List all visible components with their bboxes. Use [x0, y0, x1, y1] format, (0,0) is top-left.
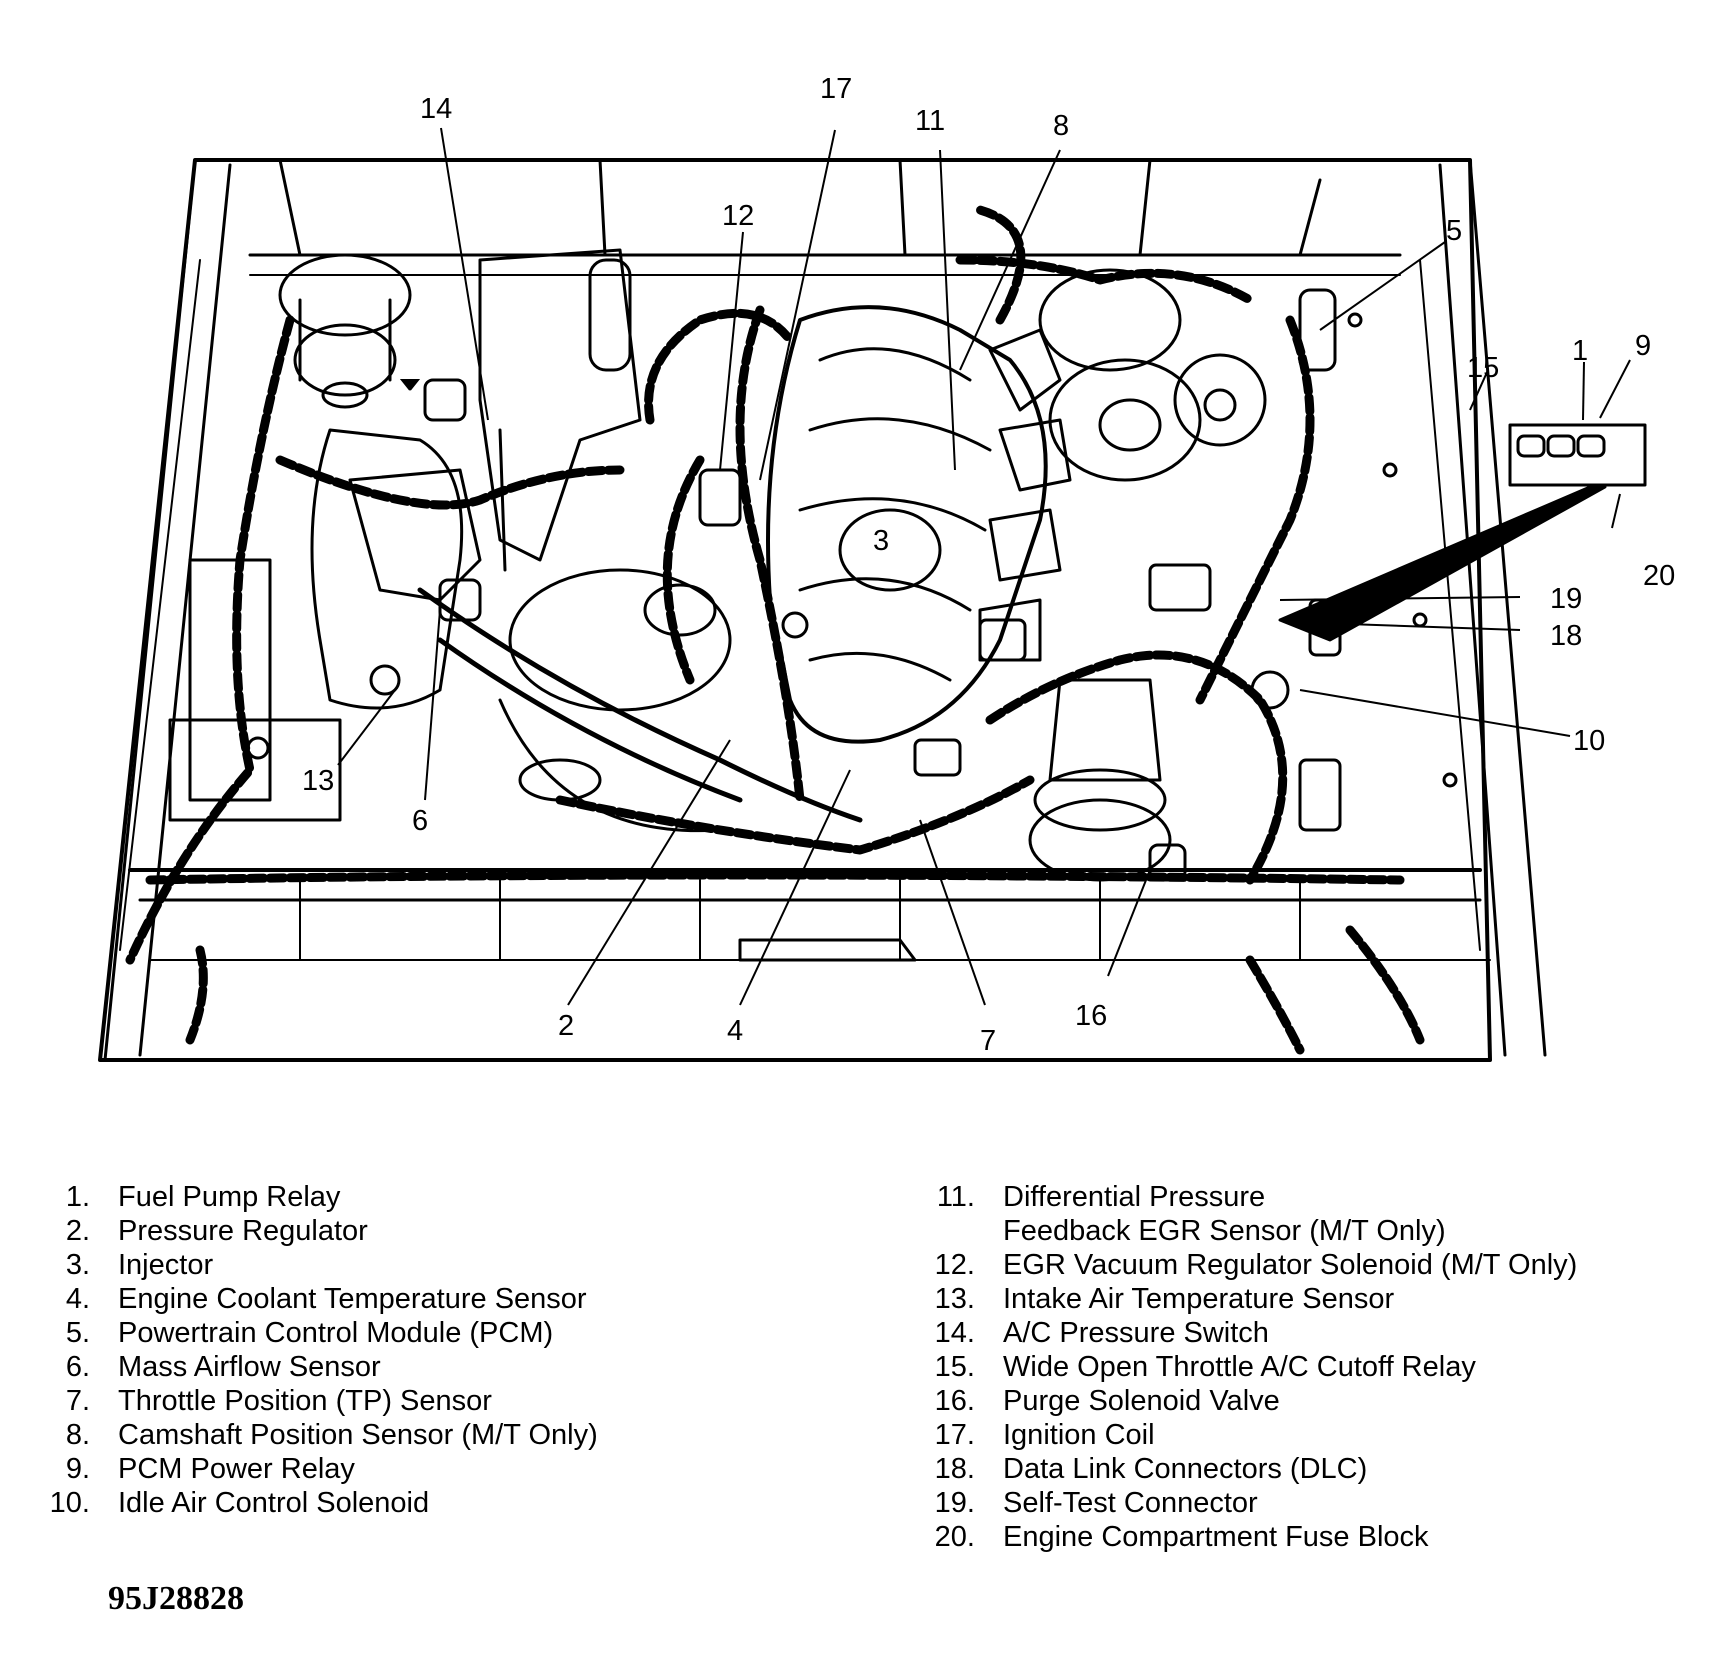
legend-label: Fuel Pump Relay: [118, 1181, 341, 1213]
legend-label: Self-Test Connector: [1003, 1487, 1258, 1519]
callout-1: 1: [1572, 335, 1588, 367]
callout-9: 9: [1635, 330, 1651, 362]
wiring-harness: [125, 205, 1425, 1055]
coolant-reservoir: [478, 248, 642, 572]
engine-compartment-diagram: 1 2 3 4 5 6 7 8 9 10 11 12 13 14 15 16 1…: [98, 73, 1675, 1062]
legend-number: 1.: [65, 1181, 90, 1213]
callout-8: 8: [1053, 110, 1069, 142]
callout-labels: 1 2 3 4 5 6 7 8 9 10 11 12 13 14 15 16 1…: [302, 73, 1675, 1057]
legend-label: Powertrain Control Module (PCM): [118, 1317, 554, 1349]
legend-number: 16.: [934, 1385, 975, 1417]
legend-label: PCM Power Relay: [118, 1453, 355, 1485]
legend-number: 17.: [934, 1419, 975, 1451]
legend-label: EGR Vacuum Regulator Solenoid (M/T Only): [1003, 1249, 1578, 1281]
callout-2: 2: [558, 1010, 574, 1042]
intake-manifold: [766, 305, 1072, 744]
brake-booster: [278, 253, 412, 409]
callout-11: 11: [915, 105, 945, 137]
legend-number: 11.: [936, 1181, 975, 1213]
legend-number: 15.: [934, 1351, 975, 1383]
callout-3: 3: [873, 525, 889, 557]
legend-label: Pressure Regulator: [118, 1215, 368, 1247]
legend-label: Purge Solenoid Valve: [1003, 1385, 1280, 1417]
legend-number: 18.: [934, 1453, 975, 1485]
legend-label: Feedback EGR Sensor (M/T Only): [1003, 1215, 1446, 1247]
callout-5: 5: [1446, 215, 1462, 247]
legend-label: A/C Pressure Switch: [1003, 1317, 1269, 1349]
leader-lines: [337, 127, 1631, 1006]
callout-20: 20: [1643, 560, 1675, 592]
legend-label: Ignition Coil: [1003, 1419, 1155, 1451]
legend-number: 7.: [65, 1385, 90, 1417]
callout-10: 10: [1573, 725, 1605, 757]
component-legend: 1. Fuel Pump Relay 2. Pressure Regulator…: [0, 1180, 1710, 1580]
callout-13: 13: [302, 765, 334, 797]
legend-number: 19.: [934, 1487, 975, 1519]
legend-label: Differential Pressure: [1003, 1181, 1266, 1213]
callout-4: 4: [727, 1015, 743, 1047]
legend-number: 13.: [934, 1283, 975, 1315]
alternator: [1038, 268, 1267, 482]
callout-6: 6: [412, 805, 428, 837]
sensor-connectors: [246, 288, 1342, 962]
legend-number: 4.: [65, 1283, 90, 1315]
callout-12: 12: [722, 200, 754, 232]
callout-17: 17: [820, 73, 852, 105]
fuse-block: [1278, 423, 1647, 642]
legend-label: Camshaft Position Sensor (M/T Only): [118, 1419, 598, 1451]
legend-label: Engine Compartment Fuse Block: [1003, 1521, 1429, 1553]
legend-number: 20.: [934, 1521, 975, 1553]
figure-code: 95J28828: [108, 1580, 244, 1617]
callout-14: 14: [420, 93, 452, 125]
callout-18: 18: [1550, 620, 1582, 652]
legend-number: 10.: [49, 1487, 90, 1519]
callout-7: 7: [980, 1025, 996, 1057]
callout-16: 16: [1075, 1000, 1107, 1032]
throttle-body: [1028, 670, 1290, 882]
legend-number: 6.: [65, 1351, 90, 1383]
legend-number: 9.: [65, 1453, 90, 1485]
legend-label: Intake Air Temperature Sensor: [1003, 1283, 1395, 1315]
legend-number: 3.: [65, 1249, 90, 1281]
legend-number: 5.: [65, 1317, 90, 1349]
legend-label: Injector: [118, 1249, 214, 1281]
legend-number: 8.: [65, 1419, 90, 1451]
legend-label: Throttle Position (TP) Sensor: [118, 1385, 492, 1417]
legend-number: 14.: [934, 1317, 975, 1349]
legend-label: Idle Air Control Solenoid: [118, 1487, 430, 1519]
legend-label: Engine Coolant Temperature Sensor: [118, 1283, 587, 1315]
legend-number: 2.: [65, 1215, 90, 1247]
legend-label: Data Link Connectors (DLC): [1003, 1453, 1368, 1485]
callout-15: 15: [1467, 352, 1499, 384]
callout-19: 19: [1550, 583, 1582, 615]
legend-label: Mass Airflow Sensor: [118, 1351, 381, 1383]
legend-label: Wide Open Throttle A/C Cutoff Relay: [1003, 1351, 1476, 1383]
legend-number: 12.: [934, 1249, 975, 1281]
